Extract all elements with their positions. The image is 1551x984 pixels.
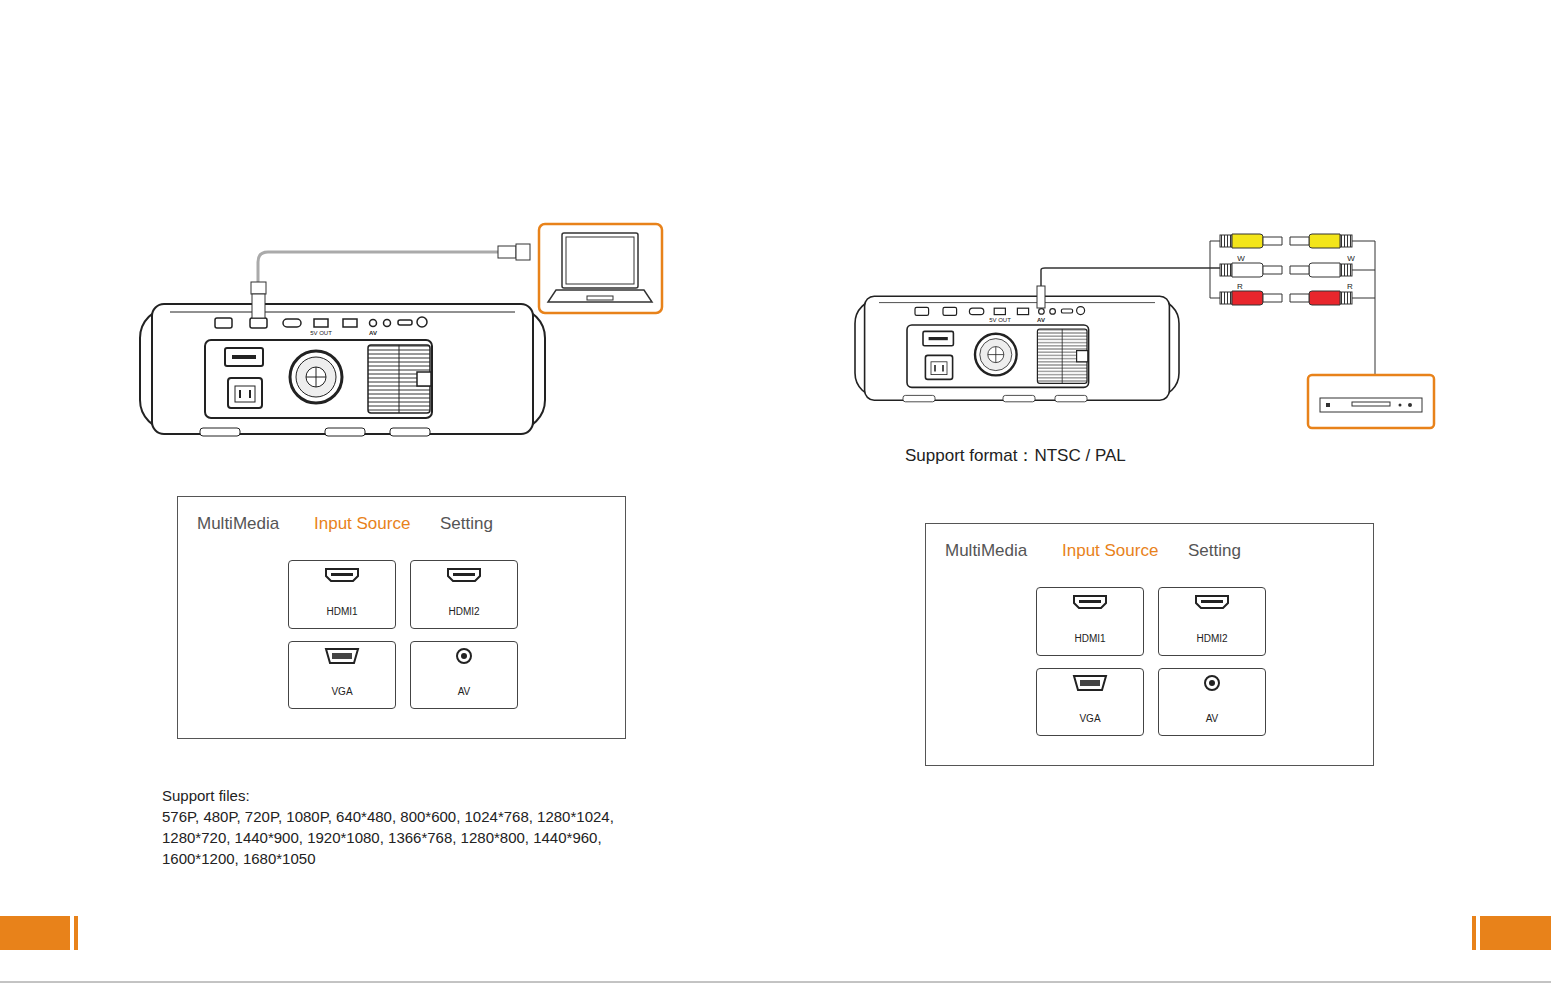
av-icon: [1159, 669, 1267, 709]
hdmi-icon: [1037, 588, 1145, 628]
menu-panel: MultiMedia Input Source SettingHDMI1 HDMI2V…: [177, 496, 626, 739]
source-name: VGA: [1079, 713, 1100, 724]
spec-note: 576P, 480P, 720P, 1080P, 640*480, 800*60…: [162, 806, 662, 869]
cable-label: W: [1237, 253, 1245, 264]
source-name: HDMI1: [326, 606, 357, 617]
spec-note: Support format：NTSC / PAL: [905, 444, 1126, 468]
menu-tab: Setting: [440, 514, 493, 534]
source-name: HDMI2: [448, 606, 479, 617]
menu-tab: Setting: [1188, 541, 1241, 561]
port-label: 5V OUT: [989, 316, 1011, 324]
hdmi-icon: [411, 561, 519, 601]
cable-label: R: [1237, 281, 1243, 292]
menu-tab: MultiMedia: [197, 514, 279, 534]
menu-tab: Input Source: [314, 514, 410, 534]
spec-note: Support files:: [162, 785, 250, 806]
cable-label: W: [1347, 253, 1355, 264]
source-tile: HDMI2: [410, 560, 518, 629]
source-name: AV: [1206, 713, 1219, 724]
vga-icon: [1037, 669, 1145, 709]
source-tile: HDMI1: [288, 560, 396, 629]
source-tile: HDMI2: [1158, 587, 1266, 656]
menu-tab: Input Source: [1062, 541, 1158, 561]
av-icon: [411, 642, 519, 682]
cable-label: R: [1347, 281, 1353, 292]
menu-panel: MultiMedia Input Source SettingHDMI1 HDMI2V…: [925, 523, 1374, 766]
hdmi-icon: [289, 561, 397, 601]
vga-icon: [289, 642, 397, 682]
source-tile: HDMI1: [1036, 587, 1144, 656]
source-tile: VGA: [288, 641, 396, 709]
source-name: VGA: [331, 686, 352, 697]
port-label: 5V OUT: [310, 329, 332, 337]
source-tile: VGA: [1036, 668, 1144, 736]
source-name: HDMI2: [1196, 633, 1227, 644]
menu-tab: MultiMedia: [945, 541, 1027, 561]
port-label: AV: [1037, 316, 1045, 324]
source-name: HDMI1: [1074, 633, 1105, 644]
source-tile: AV: [410, 641, 518, 709]
port-label: AV: [369, 329, 377, 337]
hdmi-icon: [1159, 588, 1267, 628]
source-name: AV: [458, 686, 471, 697]
source-tile: AV: [1158, 668, 1266, 736]
